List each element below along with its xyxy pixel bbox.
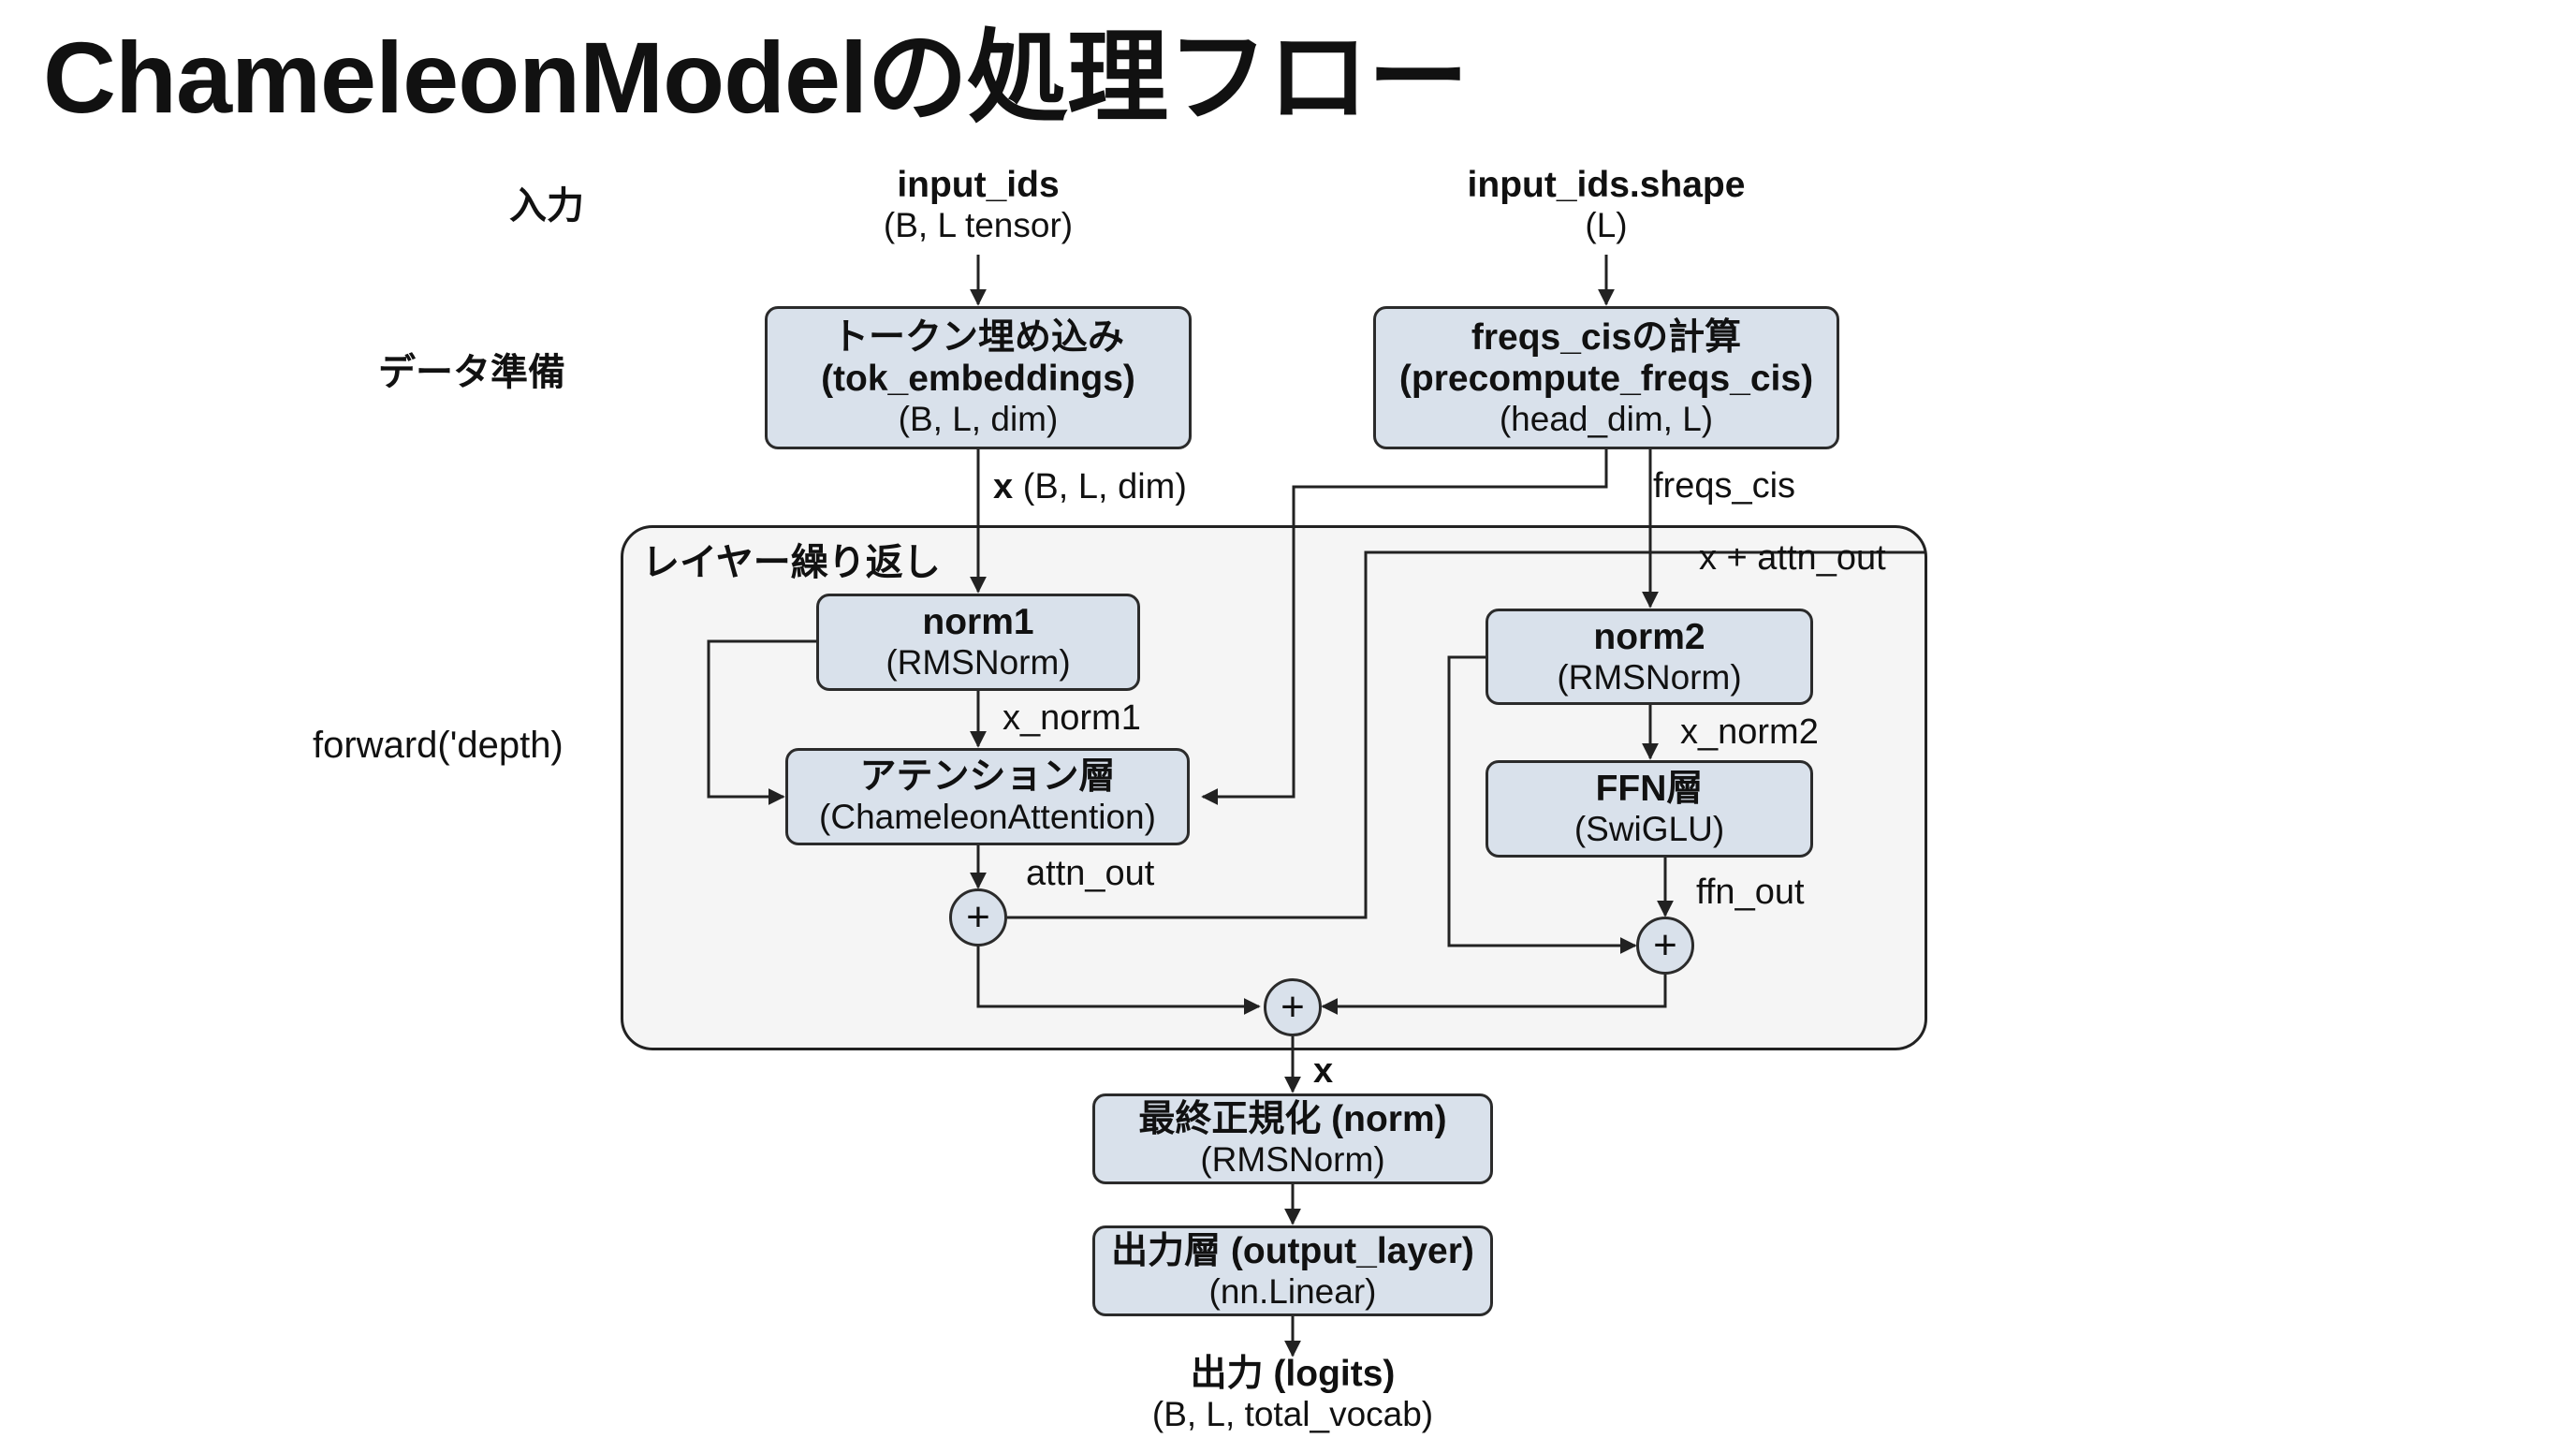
norm2-type: (RMSNorm) (1557, 657, 1742, 697)
layer-loop-label: レイヤー繰り返し (642, 542, 941, 583)
final-norm-box: 最終正規化 (norm) (RMSNorm) (1092, 1093, 1493, 1184)
input-ids-name: input_ids (897, 165, 1060, 205)
norm1-type: (RMSNorm) (886, 643, 1071, 682)
norm2-box: norm2 (RMSNorm) (1486, 609, 1813, 705)
attention-title: アテンション層 (859, 756, 1116, 797)
edge-label-x-norm1: x_norm1 (1003, 698, 1141, 738)
input-shape-name: input_ids.shape (1467, 165, 1746, 205)
attention-box: アテンション層 (ChameleonAttention) (785, 748, 1190, 845)
ffn-title: FFN層 (1595, 769, 1704, 809)
freqs-cis-box: freqs_cisの計算 (precompute_freqs_cis) (hea… (1373, 306, 1839, 449)
edge-label-x-norm2: x_norm2 (1680, 712, 1819, 752)
freqs-cis-shape: (head_dim, L) (1499, 399, 1714, 438)
norm2-title: norm2 (1593, 616, 1705, 657)
final-norm-title: 最終正規化 (norm) (1138, 1098, 1447, 1139)
norm1-title: norm1 (922, 602, 1034, 642)
stage-data-prep-label: データ準備 (378, 352, 565, 393)
ffn-box: FFN層 (SwiGLU) (1486, 760, 1813, 858)
edge-label-x-shape: (B, L, dim) (1022, 467, 1187, 506)
token-embedding-module: (tok_embeddings) (821, 358, 1135, 399)
final-norm-type: (RMSNorm) (1200, 1139, 1385, 1179)
edge-label-attn-out: attn_out (1026, 854, 1155, 893)
input-shape-value: (L) (1585, 206, 1628, 244)
norm1-box: norm1 (RMSNorm) (816, 594, 1140, 691)
edge-label-freqs-cis: freqs_cis (1653, 466, 1796, 506)
output-layer-box: 出力層 (output_layer) (nn.Linear) (1092, 1225, 1493, 1316)
output-name: 出力 (logits) (1190, 1354, 1396, 1394)
token-embedding-shape: (B, L, dim) (898, 399, 1059, 438)
ffn-type: (SwiGLU) (1573, 810, 1725, 848)
input-ids-shape-node: input_ids.shape (L) (1468, 165, 1746, 245)
freqs-cis-module: (precompute_freqs_cis) (1398, 358, 1814, 399)
output-shape: (B, L, total_vocab) (1151, 1395, 1434, 1433)
page-title: ChameleonModelの処理フロー (43, 21, 1469, 134)
output-logits: 出力 (logits) (B, L, total_vocab) (1152, 1354, 1433, 1434)
output-layer-title: 出力層 (output_layer) (1111, 1230, 1474, 1271)
edge-label-x-output-name: x (1313, 1051, 1334, 1091)
residual-add-merge: + (1264, 978, 1322, 1036)
edge-label-x-embedding: x (B, L, dim) (993, 466, 1187, 507)
attention-type: (ChameleonAttention) (819, 798, 1156, 836)
stage-forward-label: forward('depth) (313, 725, 564, 766)
token-embedding-box: トークン埋め込み (tok_embeddings) (B, L, dim) (765, 306, 1192, 449)
input-ids-shape: (B, L tensor) (883, 206, 1074, 244)
residual-add-attn: + (949, 888, 1007, 946)
edge-label-x-output: x (1313, 1050, 1333, 1092)
edge-label-x-name: x (993, 467, 1014, 506)
edge-label-x-plus-attn-out: x + attn_out (1699, 538, 1886, 578)
residual-add-ffn: + (1636, 917, 1694, 975)
edge-label-ffn-out: ffn_out (1696, 873, 1805, 912)
stage-input-label: 入力 (509, 185, 584, 227)
output-layer-type: (nn.Linear) (1208, 1271, 1377, 1311)
input-ids: input_ids (B, L tensor) (884, 165, 1073, 245)
freqs-cis-title: freqs_cisの計算 (1471, 316, 1742, 358)
token-embedding-title: トークン埋め込み (831, 316, 1124, 358)
